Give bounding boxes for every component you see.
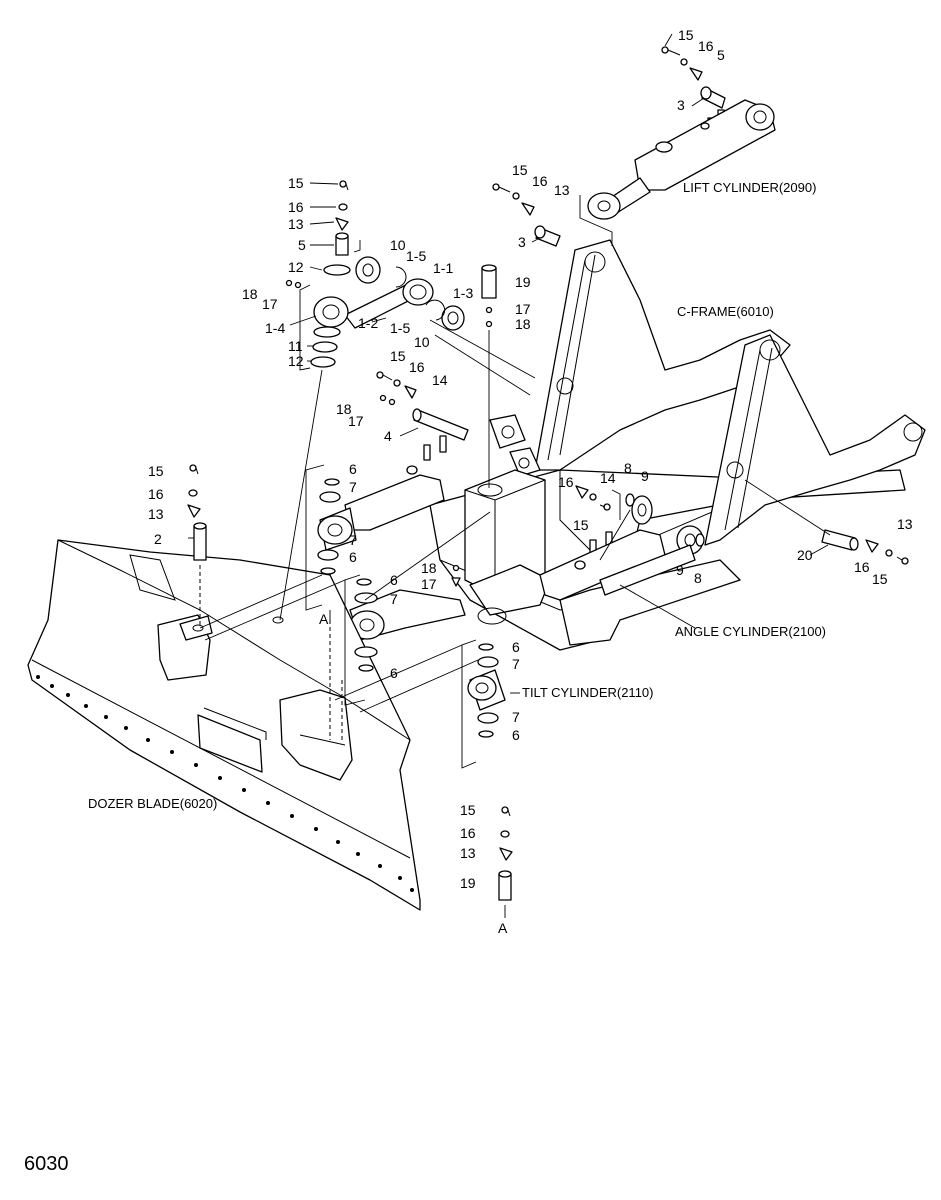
callout: 1-2 bbox=[358, 315, 378, 331]
dozer-blade bbox=[27, 539, 421, 911]
callout: 1-1 bbox=[433, 260, 453, 276]
callout: 18 bbox=[242, 286, 258, 302]
page-number: 6030 bbox=[24, 1153, 69, 1175]
callout: 6 bbox=[349, 461, 357, 477]
callout: 18 bbox=[336, 401, 352, 417]
callout: 6 bbox=[512, 727, 520, 743]
callout: 16 bbox=[532, 173, 548, 189]
callout: 17 bbox=[262, 296, 278, 312]
callout: 15 bbox=[872, 571, 888, 587]
callout: 6 bbox=[390, 572, 398, 588]
callout: 3 bbox=[518, 234, 526, 250]
callout: 8 bbox=[694, 570, 702, 586]
tilt-cylinder bbox=[467, 669, 506, 711]
callout: 17 bbox=[421, 576, 437, 592]
tilt-cylinder-label: TILT CYLINDER(2110) bbox=[522, 685, 654, 700]
c-frame-label: C-FRAME(6010) bbox=[677, 304, 774, 319]
callout: 6 bbox=[349, 549, 357, 565]
callout-numbers: 15 16 5 3 15 16 13 3 15 16 13 5 12 18 17… bbox=[148, 27, 913, 891]
callout: 15 bbox=[390, 348, 406, 364]
callout: 7 bbox=[390, 591, 398, 607]
callout: 15 bbox=[288, 175, 304, 191]
assembly-labels: LIFT CYLINDER(2090) C-FRAME(6010) ANGLE … bbox=[88, 180, 826, 811]
callout: 7 bbox=[349, 479, 357, 495]
callout: 6 bbox=[512, 639, 520, 655]
callout: 18 bbox=[421, 560, 437, 576]
callout: 1-5 bbox=[406, 248, 426, 264]
c-frame bbox=[423, 109, 926, 651]
section-marker-a-lower: A bbox=[498, 920, 508, 936]
callout: 15 bbox=[148, 463, 164, 479]
callout: 17 bbox=[348, 413, 364, 429]
callout: 1-4 bbox=[265, 320, 285, 336]
callout: 2 bbox=[154, 531, 162, 547]
pin-20 bbox=[575, 485, 909, 565]
angle-cylinder-right bbox=[539, 495, 704, 601]
callout: 13 bbox=[460, 845, 476, 861]
callout: 6 bbox=[390, 665, 398, 681]
lift-cylinder-label: LIFT CYLINDER(2090) bbox=[683, 180, 816, 195]
callout: 7 bbox=[512, 709, 520, 725]
pin-4 bbox=[376, 371, 469, 441]
callout: 13 bbox=[897, 516, 913, 532]
pin-19-upper bbox=[481, 264, 497, 328]
callout: 17 bbox=[515, 301, 531, 317]
callout: 5 bbox=[298, 237, 306, 253]
callout: 9 bbox=[641, 468, 649, 484]
callout: 19 bbox=[460, 875, 476, 891]
callout: 3 bbox=[677, 97, 685, 113]
callout: 19 bbox=[515, 274, 531, 290]
callout: 14 bbox=[432, 372, 448, 388]
callout: 16 bbox=[558, 474, 574, 490]
callout: 12 bbox=[288, 259, 304, 275]
section-markers: A A bbox=[319, 611, 508, 936]
blade-pin-2 bbox=[187, 464, 207, 561]
callout: 5 bbox=[717, 47, 725, 63]
center-hardware bbox=[451, 564, 461, 587]
dozer-blade-label: DOZER BLADE(6020) bbox=[88, 796, 217, 811]
callout: 7 bbox=[512, 656, 520, 672]
pin-19-lower bbox=[498, 806, 513, 918]
angle-cylinder-left bbox=[317, 465, 466, 641]
callout: 13 bbox=[554, 182, 570, 198]
callout: 16 bbox=[148, 486, 164, 502]
callout: 16 bbox=[409, 359, 425, 375]
callout: 15 bbox=[512, 162, 528, 178]
angle-cylinder-label: ANGLE CYLINDER(2100) bbox=[675, 624, 826, 639]
callout: 10 bbox=[414, 334, 430, 350]
callout: 13 bbox=[288, 216, 304, 232]
section-marker-a-upper: A bbox=[319, 611, 329, 627]
callout: 18 bbox=[515, 316, 531, 332]
callout: 10 bbox=[390, 237, 406, 253]
callout: 4 bbox=[384, 428, 392, 444]
washer-stacks bbox=[317, 478, 499, 738]
callout: 15 bbox=[460, 802, 476, 818]
lever-assembly bbox=[285, 180, 465, 368]
callout: 16 bbox=[698, 38, 714, 54]
leader-lines bbox=[188, 33, 831, 769]
callout: 1-5 bbox=[390, 320, 410, 336]
callout: 7 bbox=[349, 532, 357, 548]
callout: 16 bbox=[460, 825, 476, 841]
lift-cylinder bbox=[492, 46, 776, 247]
callout: 13 bbox=[148, 506, 164, 522]
callout: 8 bbox=[624, 460, 632, 476]
callout: 16 bbox=[288, 199, 304, 215]
callout: 11 bbox=[288, 338, 303, 354]
callout: 15 bbox=[678, 27, 694, 43]
callout: 12 bbox=[288, 353, 304, 369]
callout: 16 bbox=[854, 559, 870, 575]
callout: 9 bbox=[676, 562, 684, 578]
callout: 1-3 bbox=[453, 285, 473, 301]
callout: 14 bbox=[600, 470, 616, 486]
callout: 15 bbox=[573, 517, 589, 533]
callout: 20 bbox=[797, 547, 813, 563]
cutting-edge-bolt-holes bbox=[36, 675, 414, 892]
